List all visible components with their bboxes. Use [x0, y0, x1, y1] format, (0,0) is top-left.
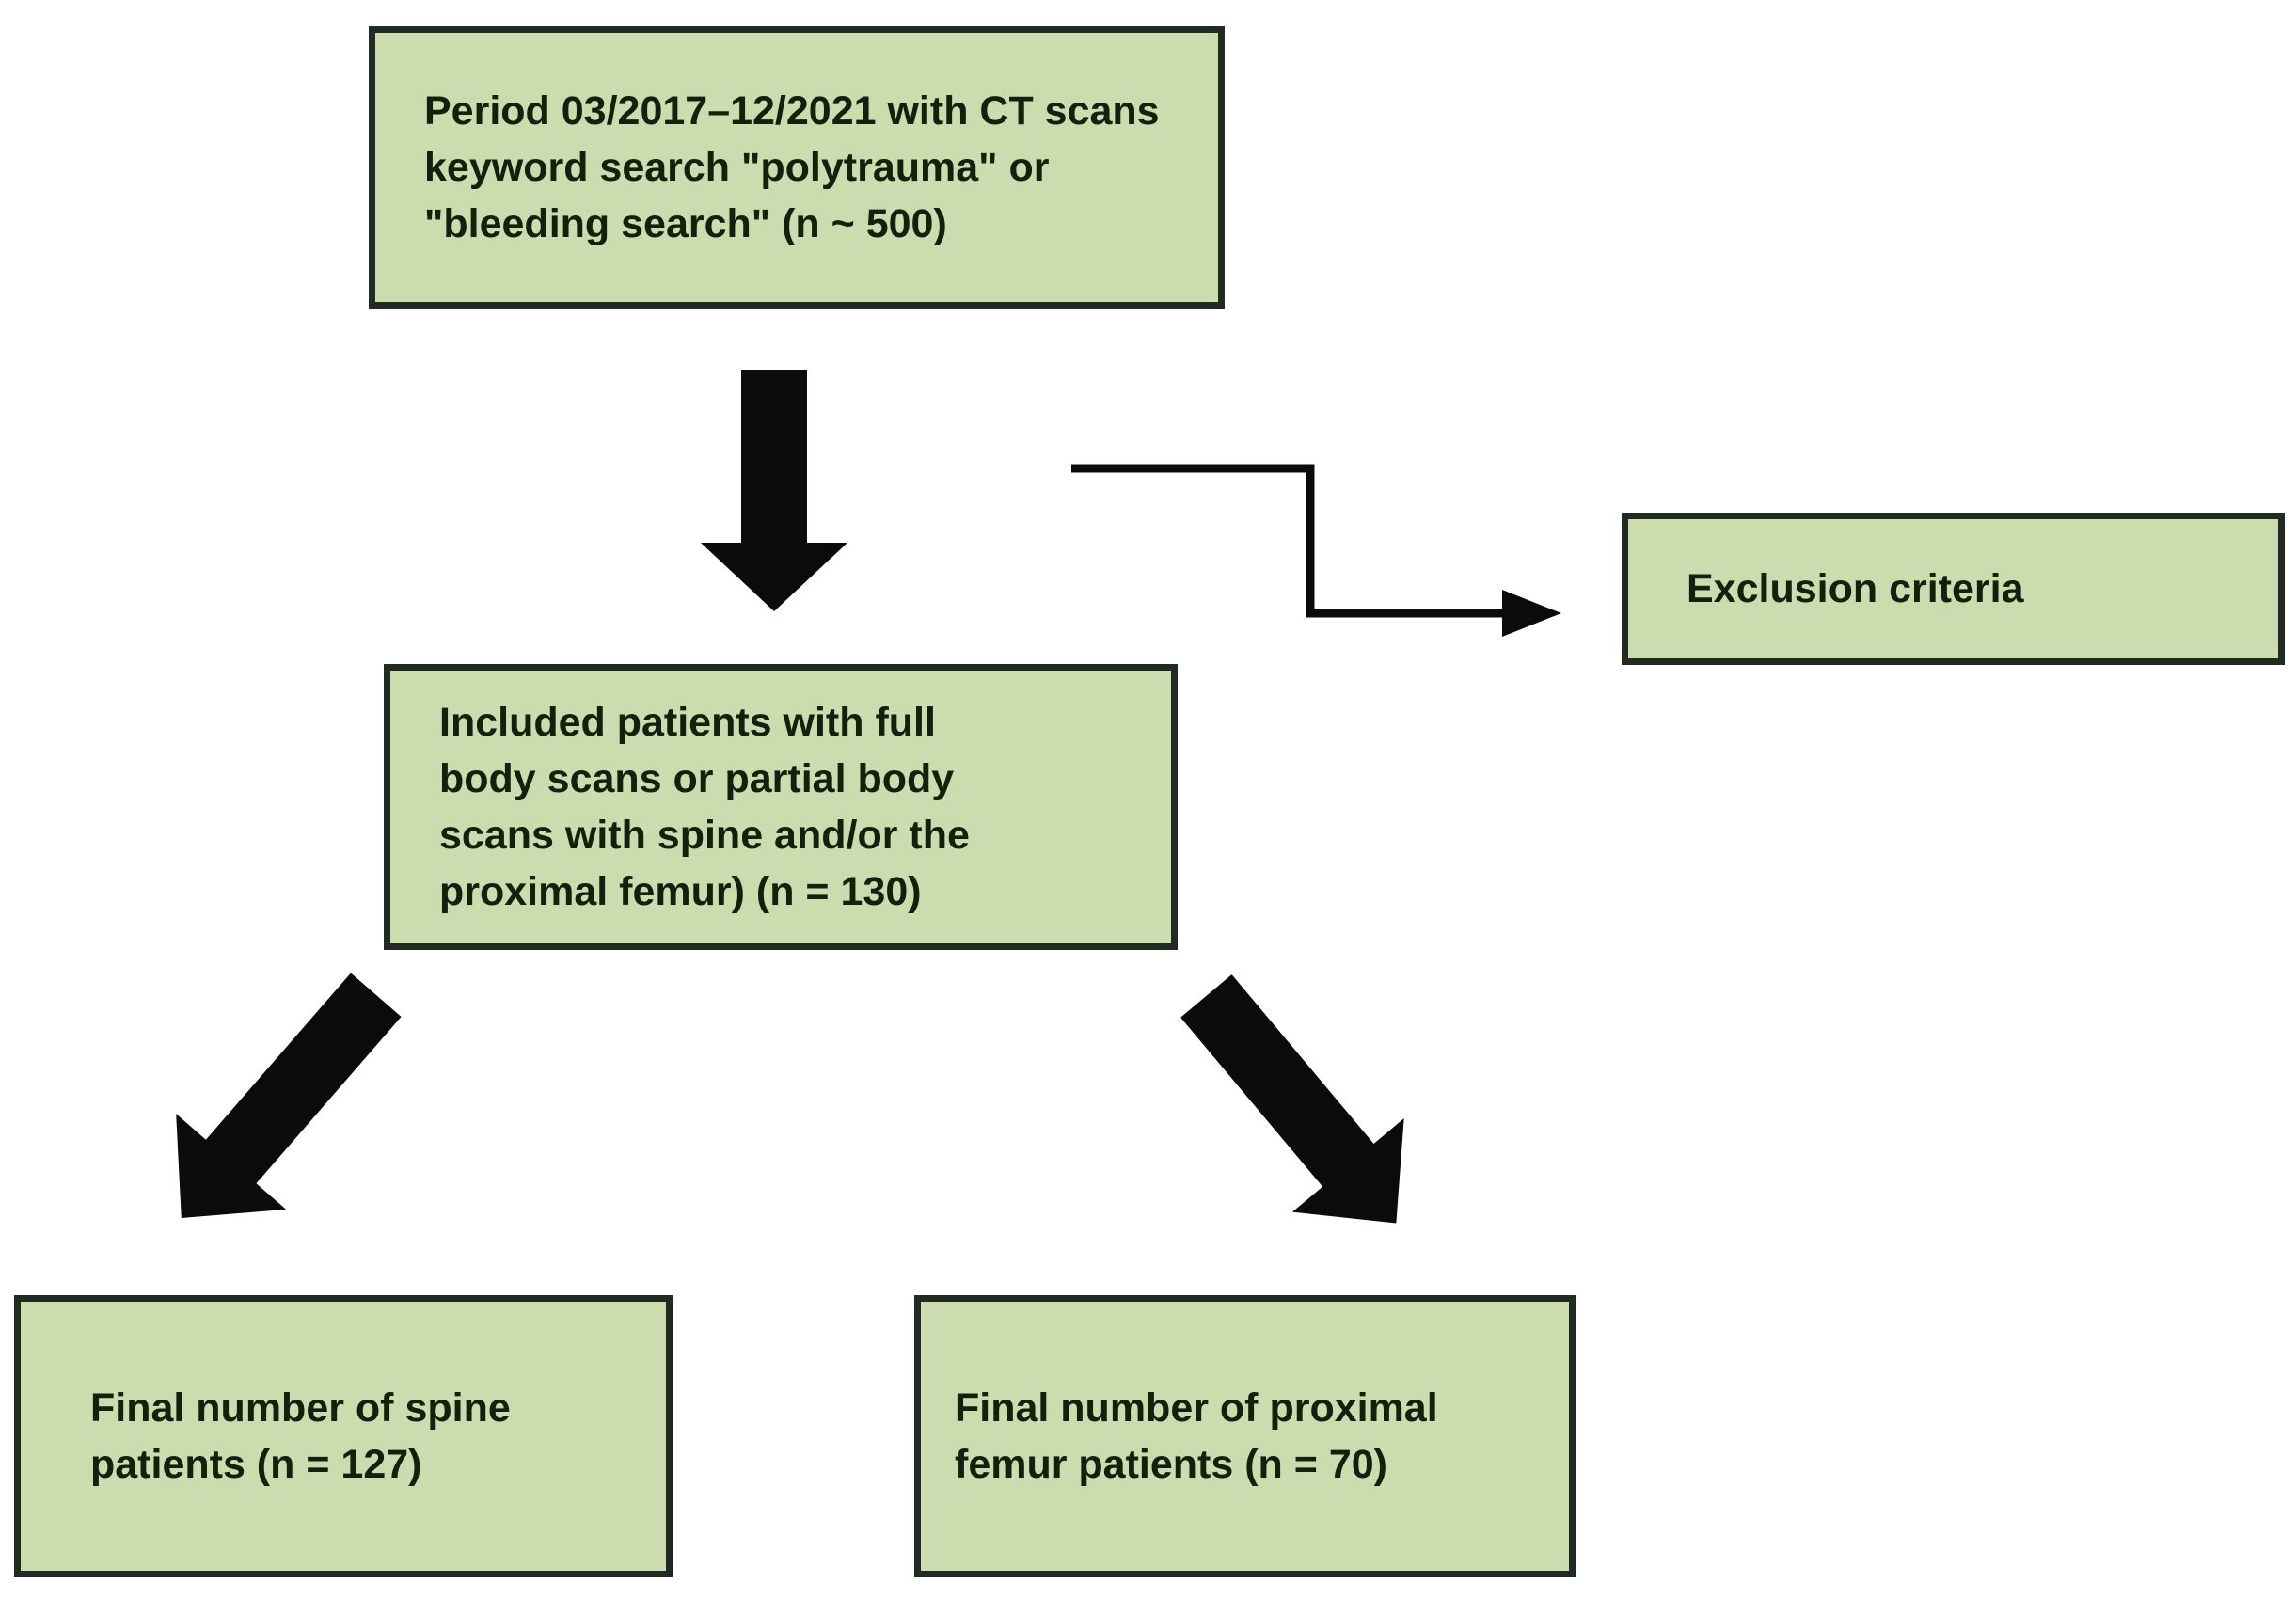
arrow-diagonal-left-icon: [127, 947, 432, 1266]
node-exclusion-label: Exclusion criteria: [1686, 566, 2024, 611]
node-spine: Final number of spine patients (n = 127): [14, 1295, 673, 1577]
node-spine-label: Final number of spine patients (n = 127): [90, 1385, 511, 1487]
node-source: Period 03/2017–12/2021 with CT scans key…: [369, 26, 1225, 309]
arrow-diagonal-right-icon: [1150, 949, 1452, 1270]
node-included: Included patients with full body scans o…: [384, 664, 1178, 950]
node-femur-label: Final number of proximal femur patients …: [955, 1385, 1438, 1487]
node-exclusion: Exclusion criteria: [1622, 513, 2285, 665]
node-femur: Final number of proximal femur patients …: [914, 1295, 1576, 1577]
node-source-label: Period 03/2017–12/2021 with CT scans key…: [424, 88, 1160, 246]
arrow-down-icon: [701, 370, 847, 611]
node-included-label: Included patients with full body scans o…: [439, 700, 970, 914]
